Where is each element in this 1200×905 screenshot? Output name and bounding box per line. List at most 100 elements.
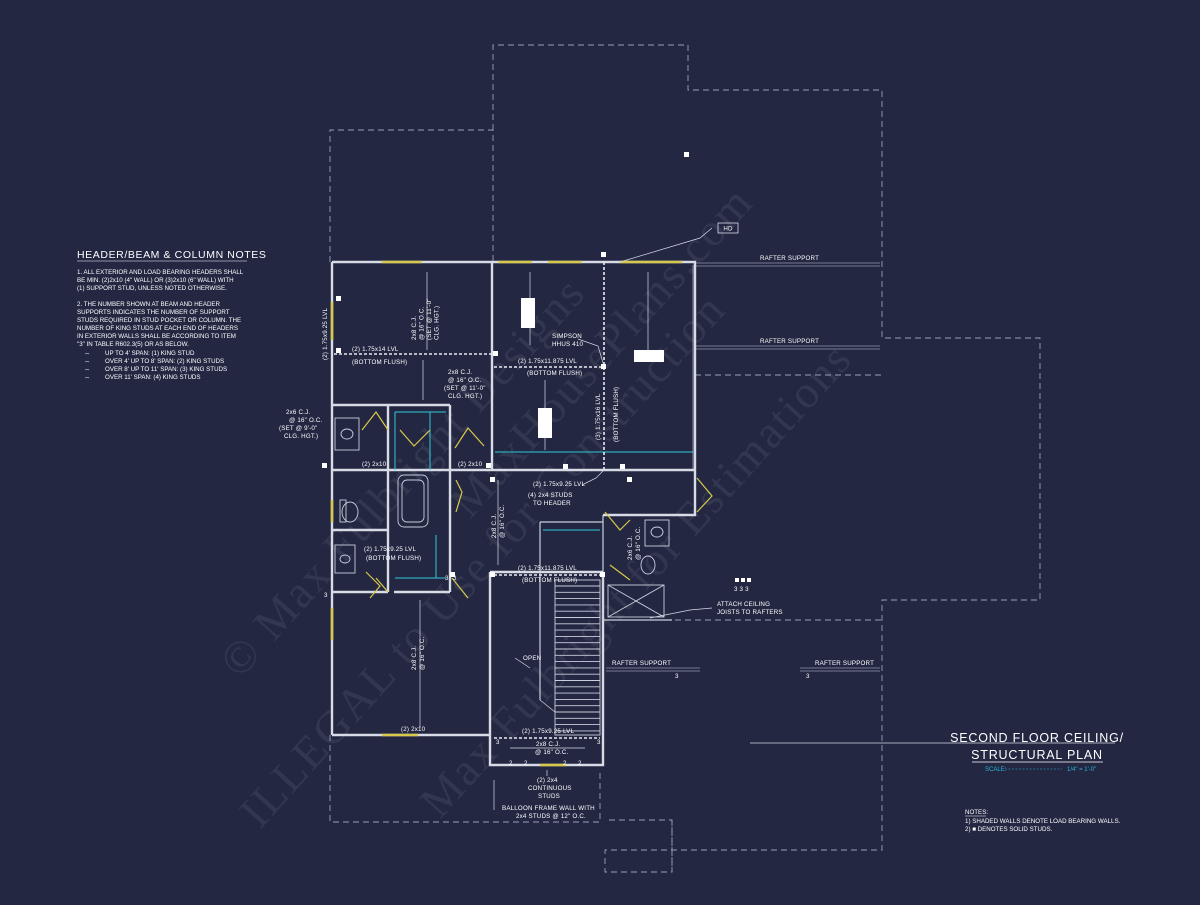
stud-count: 2 xyxy=(578,760,582,767)
note-2-line-1: 2. THE NUMBER SHOWN AT BEAM AND HEADER xyxy=(77,301,221,308)
continuous-studs-line-2: CONTINUOUS xyxy=(528,785,572,792)
cj-3-line-1: 2x6 C.J. xyxy=(286,409,310,416)
scale-label: SCALE: xyxy=(985,767,1007,773)
rafter-support-label-3: RAFTER SUPPORT xyxy=(612,660,671,667)
legend-title: NOTES: xyxy=(965,809,988,816)
studs-to-header-line-2: TO HEADER xyxy=(533,500,571,507)
span-rule-1: UP TO 4' SPAN: (1) KING STUD xyxy=(105,350,195,357)
plan-title-line-2: STRUCTURAL PLAN xyxy=(971,748,1103,762)
cj-2-line-3: (SET @ 11'-0" xyxy=(444,385,486,392)
doors xyxy=(361,410,713,599)
cj-2-line-4: CLG. HGT.) xyxy=(448,393,482,400)
note-2-line-3: STUDS REQUIRED IN STUD POCKET OR COLUMN.… xyxy=(77,317,241,324)
continuous-studs-line-1: (2) 2x4 xyxy=(537,777,558,784)
beam-label-1: (2) 1.75x14 LVL xyxy=(352,346,399,353)
beam-4-line-1: (2) 1.75x9.25 LVL xyxy=(364,546,416,553)
cj-7-line-2: @ 16" O.C. xyxy=(535,749,569,756)
span-rule-4: OVER 11' SPAN: (4) KING STUDS xyxy=(105,374,201,381)
support-count: 3 xyxy=(445,575,449,582)
hd-tag-box xyxy=(717,222,739,234)
stud-count-group: 3 3 3 xyxy=(734,586,749,593)
side-beam-right-line-1: (3) 1.75x16 LVL xyxy=(595,393,602,440)
support-count: 3 xyxy=(597,739,601,746)
cj-3-line-3: (SET @ 9'-0" xyxy=(279,425,317,432)
beam-label-2: (2) 1.75x11.875 LVL xyxy=(518,358,577,365)
legend-item-1: 1) SHADED WALLS DENOTE LOAD BEARING WALL… xyxy=(965,818,1121,825)
beam-label-6: (2) 1.75x9.25 LVL xyxy=(522,728,574,735)
cj-1-line-4: CLG. HGT.) xyxy=(434,306,441,340)
scale-value: 1/4" = 1'-0" xyxy=(1067,767,1096,773)
cj-2-line-1: 2x8 C.J. xyxy=(448,369,472,376)
cj-4-line-1: 2x8 C.J. xyxy=(491,514,498,538)
joist-block xyxy=(521,298,535,328)
stud-count: 2 xyxy=(524,760,528,767)
rafter-support-label-4: RAFTER SUPPORT xyxy=(815,660,874,667)
windows xyxy=(330,260,682,767)
stud-count: 2 xyxy=(563,760,567,767)
staircase xyxy=(539,579,601,736)
note-2-line-6: "3" IN TABLE R602.3(5) OR AS BELOW. xyxy=(77,341,189,348)
flush-label-1: (BOTTOM FLUSH) xyxy=(352,359,407,366)
joist-markers xyxy=(419,272,664,749)
rafter-support-label-1: RAFTER SUPPORT xyxy=(760,255,819,262)
support-count: 3 xyxy=(806,673,810,680)
cj-3-line-4: CLG. HGT.) xyxy=(284,433,318,440)
cj-label-1: 2x8 C.J. @ 16" O.C. (SET @ 11'-0" CLG. H… xyxy=(411,298,441,340)
cj-label-5: 2x6 C.J. @ 16" O.C. xyxy=(627,526,642,560)
beam-4-line-2: (BOTTOM FLUSH) xyxy=(366,555,421,562)
simpson-line-1: SIMPSON xyxy=(552,333,582,340)
leader-lines xyxy=(493,227,1115,810)
span-rule-2: OVER 4' UP TO 8' SPAN: (2) KING STUDS xyxy=(105,358,224,365)
cj-1-line-3: (SET @ 11'-0" xyxy=(426,298,433,340)
rafter-support-lines xyxy=(606,262,880,672)
joist-block xyxy=(634,350,664,362)
beam-label-3: (2) 1.75x9.25 LVL xyxy=(533,481,585,488)
notes-panel: HEADER/BEAM & COLUMN NOTES 1. ALL EXTERI… xyxy=(77,249,266,381)
side-beam-right: (3) 1.75x16 LVL (BOTTOM FLUSH) xyxy=(595,387,620,442)
cj-2-line-2: @ 16" O.C. xyxy=(448,377,482,384)
note-1-line-2: BE MIN. (2)2x10 (4" WALL) OR (3)2x10 (6"… xyxy=(77,277,234,284)
fixtures xyxy=(334,417,670,618)
cj-5-line-1: 2x6 C.J. xyxy=(627,536,634,560)
beam-label-5: (2) 1.75x11.875 LVL xyxy=(518,565,577,572)
header-2x10-c: (2) 2x10 xyxy=(401,726,426,733)
simpson-line-2: HHUS 410 xyxy=(552,341,584,348)
support-count: 3 xyxy=(496,739,500,746)
attach-ceiling-line-1: ATTACH CEILING xyxy=(717,601,770,608)
cj-3-line-2: @ 16" O.C. xyxy=(289,417,323,424)
cj-4-line-2: @ 16" O.C. xyxy=(499,504,506,538)
support-count: 3 xyxy=(453,575,457,582)
support-count: 3 xyxy=(675,673,679,680)
legend-item-2: 2) ■ DENOTES SOLID STUDS. xyxy=(965,826,1053,833)
note-1-line-1: 1. ALL EXTERIOR AND LOAD BEARING HEADERS… xyxy=(77,269,244,276)
beams xyxy=(334,262,605,739)
span-bullet-icon: ⇔ xyxy=(84,374,90,381)
studs-to-header-line-1: (4) 2x4 STUDS xyxy=(528,492,573,499)
legend-notes: NOTES: 1) SHADED WALLS DENOTE LOAD BEARI… xyxy=(965,809,1121,833)
stud-count: 2 xyxy=(509,760,513,767)
open-label: OPEN xyxy=(523,655,541,662)
flush-label-2: (BOTTOM FLUSH) xyxy=(527,370,582,377)
cj-6-line-1: 2x8 C.J. xyxy=(411,646,418,670)
note-1-line-3: (1) SUPPORT STUD, UNLESS NOTED OTHERWISE… xyxy=(77,285,227,292)
span-rule-3: OVER 8' UP TO 11' SPAN: (3) KING STUDS xyxy=(105,366,227,373)
rafter-support-label-2: RAFTER SUPPORT xyxy=(760,338,819,345)
cj-label-4: 2x8 C.J. @ 16" O.C. xyxy=(491,504,506,538)
cj-label-6: 2x8 C.J. @ 16" O.C. xyxy=(411,636,426,670)
cj-7-line-1: 2x8 C.J. xyxy=(536,741,560,748)
balloon-frame-line-2: 2x4 STUDS @ 12" O.C. xyxy=(516,813,586,820)
cj-5-line-2: @ 16" O.C. xyxy=(635,526,642,560)
note-2-line-5: IN EXTERIOR WALLS SHALL BE ACCORDING TO … xyxy=(77,333,236,340)
flush-label-5: (BOTTOM FLUSH) xyxy=(522,577,577,584)
header-2x10-b: (2) 2x10 xyxy=(458,461,483,468)
cj-6-line-2: @ 16" O.C. xyxy=(419,636,426,670)
span-bullet-icon: ⇔ xyxy=(84,366,90,373)
notes-title: HEADER/BEAM & COLUMN NOTES xyxy=(77,249,266,261)
cj-1-line-1: 2x8 C.J. xyxy=(411,316,418,340)
plan-title-line-1: SECOND FLOOR CEILING/ xyxy=(950,731,1124,745)
span-bullet-icon: ⇔ xyxy=(84,350,90,357)
hd-tag: HD xyxy=(723,226,733,233)
note-2-line-2: SUPPORTS INDICATES THE NUMBER OF SUPPORT xyxy=(77,309,230,316)
